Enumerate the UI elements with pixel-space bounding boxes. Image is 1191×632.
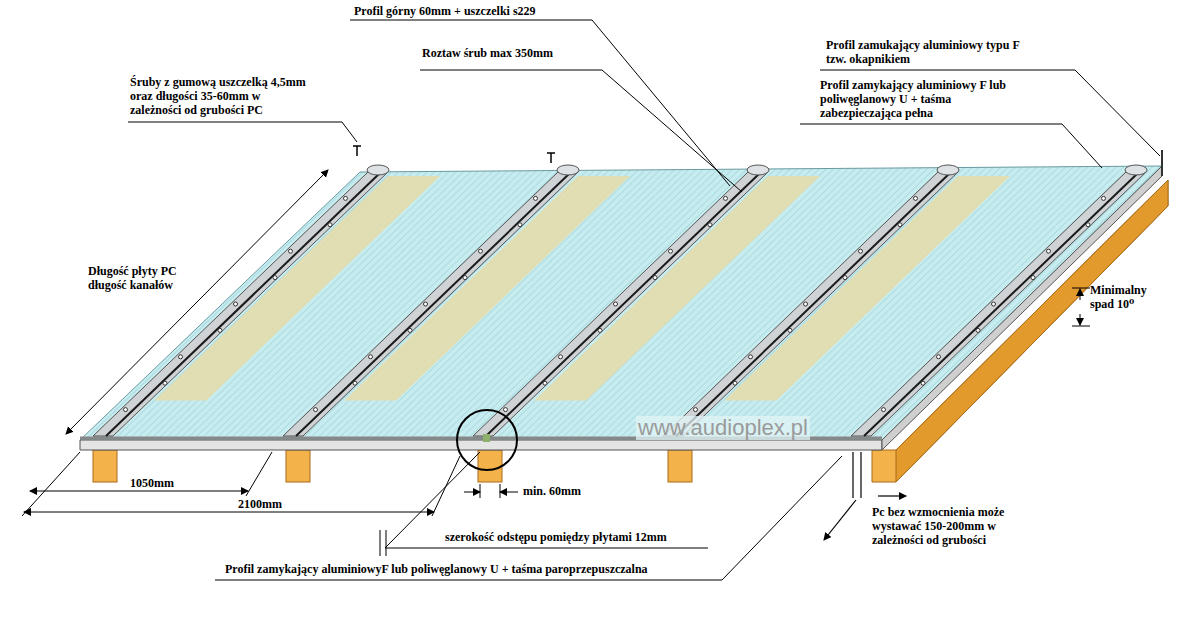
screw-dot [614,302,618,306]
screw-dot [992,302,996,306]
rafter-stub [668,450,692,482]
rafter-stub [478,450,502,482]
gap-mark [483,434,490,442]
closing-profile-label: Profil zamykający aluminiowy F lub poliw… [820,78,1012,120]
profile-cap [367,165,389,175]
screw-icon [353,146,555,163]
dimension-label: min. 60mm [523,484,581,498]
screw-dot [234,302,238,306]
screw-dot [1086,223,1090,227]
slope-indicator [1072,288,1090,326]
support-strip [724,176,1010,400]
top-profile [663,172,958,436]
screw-dot [344,196,348,200]
screw-dot [976,328,980,332]
screw-dot [708,223,712,227]
sheet-side-edge [882,166,1162,450]
polycarbonate-sheet [80,166,1162,440]
profile-cap [1125,165,1147,175]
screw-dot [921,381,925,385]
screw-dot [843,276,847,280]
screw-dot [163,381,167,385]
screw-dot [788,328,792,332]
screw-dot [859,249,863,253]
dimension-1050 [30,491,248,492]
overhang-arrow [878,495,906,496]
screw-spacing-label: Roztaw śrub max 350mm [422,46,553,60]
screw-dot [1031,276,1035,280]
screw-dot [653,276,657,280]
screw-dot [749,355,753,359]
screw-dot [353,381,357,385]
overhang-arrow [824,500,856,540]
screw-dot [314,408,318,412]
dimension-min60 [464,492,480,493]
screw-dot [124,408,128,412]
strip-group [154,176,1010,400]
drip-profile-label: Profil zamukający aluminiowy typu F tzw.… [826,38,1038,66]
watermark: www.audioplex.pl [636,416,810,440]
screw-dot [424,302,428,306]
dimension-2100 [24,512,434,513]
screw-dot [733,381,737,385]
dimension-lines [22,452,500,556]
screw-dot [937,355,941,359]
profile-cap [747,165,769,175]
profile-label: Profil górny 60mm + uszczelki s229 [354,4,536,18]
overhang-label: Pc bez wzmocnienia może wystawać 150-200… [872,505,1040,547]
profile-cap [557,165,579,175]
screw-dot [463,276,467,280]
slope-arrow [1080,314,1081,325]
screw-dot [559,355,563,359]
length-label: Długość płyty PC długość kanałów [88,264,200,292]
rafter-stub [93,450,117,482]
screw-dot [898,223,902,227]
gap-label: szerokość odstępu pomiędzy płytami 12mm [445,530,667,544]
slope-arrow [1080,289,1081,300]
overhang-lines [853,452,861,498]
screw-dot [504,408,508,412]
rafter-group [93,450,692,482]
screw-dot [408,328,412,332]
screw-dot [328,223,332,227]
slope-label: Minimalny spad 10⁰ [1090,283,1158,311]
screw-dot [694,408,698,412]
screw-dot [543,381,547,385]
drip-profile [1161,150,1163,176]
dimension-label: 1050mm [130,476,174,490]
screw-label: Śruby z gumową uszczelką 4,5mm oraz dług… [130,75,312,117]
screw-dot [218,328,222,332]
screw-dot [804,302,808,306]
screw-dot [369,355,373,359]
rafter-stub [286,450,310,482]
screw-dot [882,408,886,412]
screw-dot [273,276,277,280]
detail-circle [457,410,517,470]
dimension-label: 2100mm [238,497,282,511]
dimension-min60 [500,492,518,493]
profile-cap [937,165,959,175]
screw-dot [479,249,483,253]
screw-dot [179,355,183,359]
leader-lines [128,20,1160,580]
screw-dot [724,196,728,200]
screw-dot [1102,196,1106,200]
screw-dot [1047,249,1051,253]
screw-dot [518,223,522,227]
screw-dot [289,249,293,253]
length-dimension [66,170,328,434]
sheet-front-edge [80,440,882,450]
screw-dot [598,328,602,332]
closing-profile-label: Profil zamykający aluminiowyF lub poliwę… [225,562,648,576]
screw-dot [669,249,673,253]
screw-dot [534,196,538,200]
screw-dot [914,196,918,200]
profile-group [93,165,1147,436]
